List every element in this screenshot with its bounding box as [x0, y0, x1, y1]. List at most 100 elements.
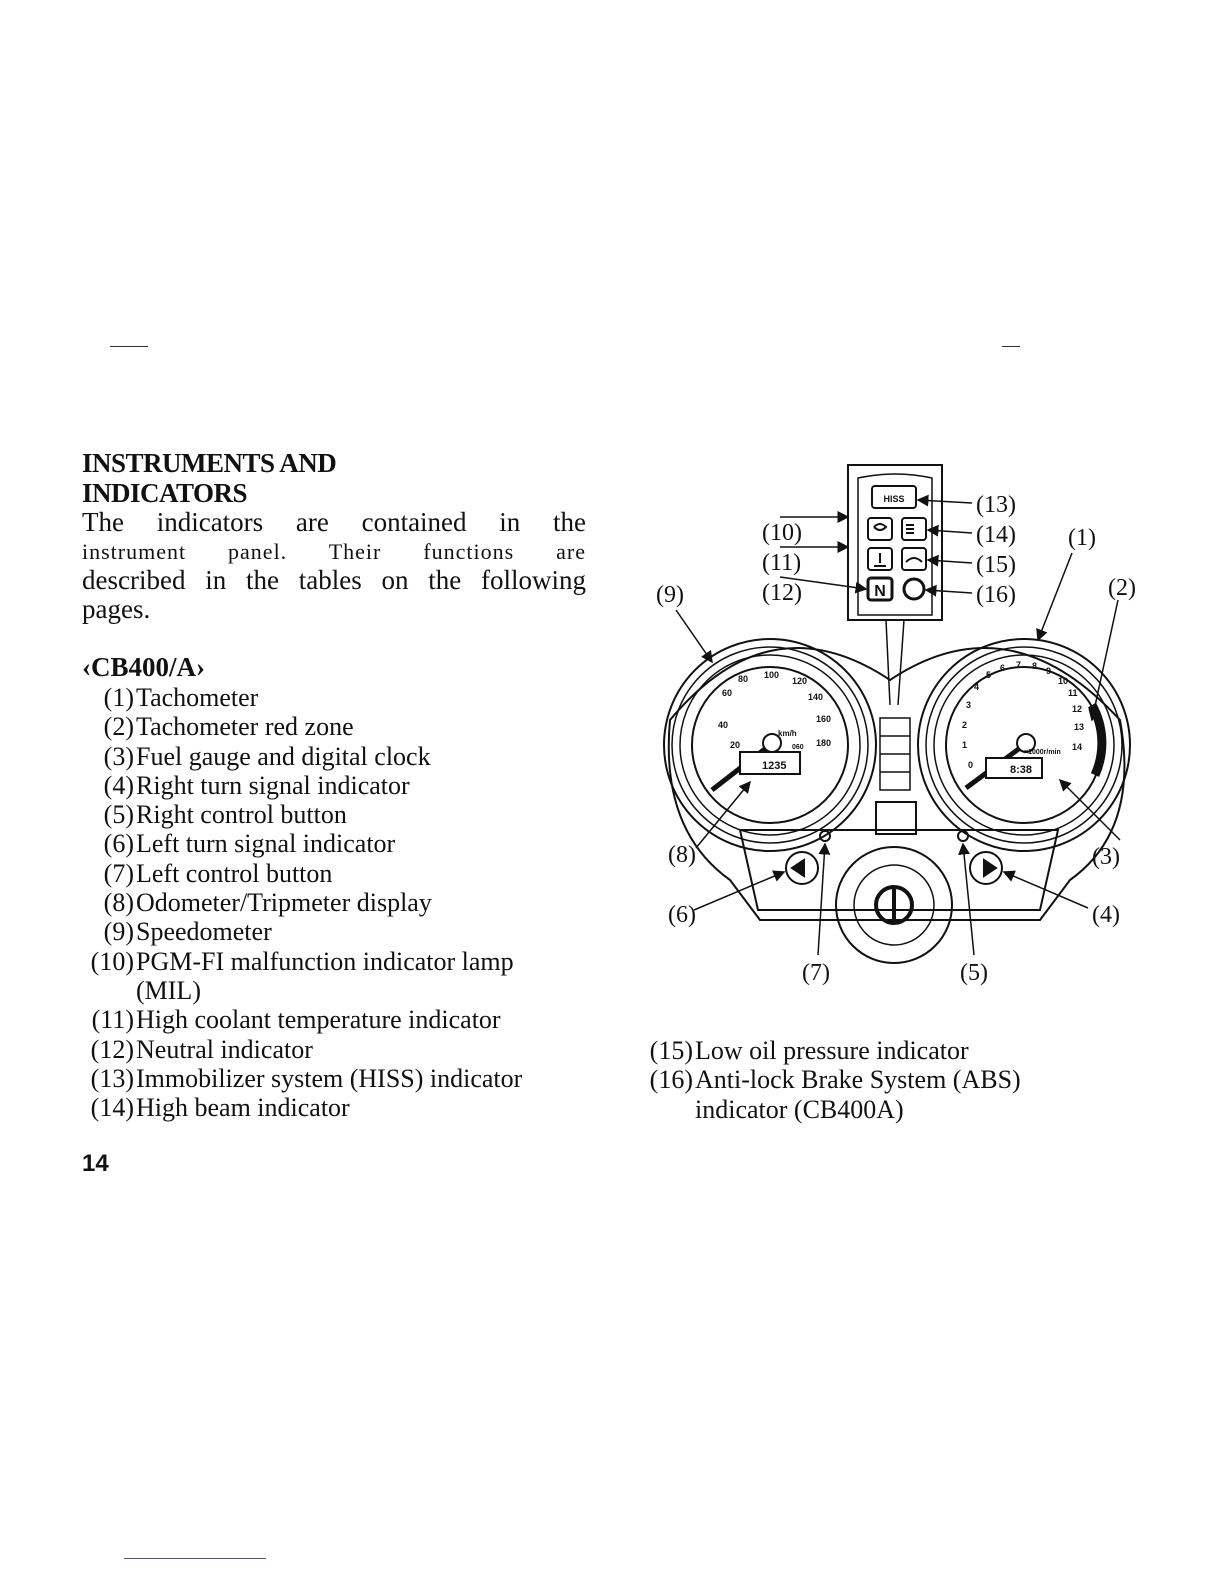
trip-readout: 060 [792, 744, 804, 751]
instrument-panel-figure: HISS N 060 1235 km/h 20 40 60 80 100 120… [656, 464, 1136, 986]
indicator-panel-frame [847, 464, 943, 621]
list-item: (16)Anti-lock Brake System (ABS) [641, 1065, 1141, 1094]
tacho-bezel-outer [917, 638, 1131, 852]
item-text: PGM-FI malfunction indicator lamp [136, 946, 514, 976]
top-rule-right [1002, 346, 1020, 347]
leader-7 [817, 842, 831, 956]
leader-16 [924, 584, 973, 597]
intro-line-3: described in the tables on the following [82, 565, 586, 595]
tacho-tick-label: 4 [974, 682, 979, 692]
indicator-panel [847, 464, 943, 706]
callout-15: (15) [976, 552, 1016, 578]
callout-1: (1) [1068, 525, 1096, 551]
speedo-bezel-ring [671, 646, 869, 844]
tacho-hub [1016, 733, 1036, 753]
left-turn-signal [785, 851, 819, 885]
hiss-text: HISS [883, 494, 904, 504]
neutral-text: N [874, 583, 886, 600]
list-item: (MIL) [82, 976, 642, 1005]
tacho-tick-label: 2 [962, 720, 967, 730]
speedo-bezel-outer [663, 638, 877, 852]
item-number: (3) [103, 741, 134, 771]
tacho-tick-label: 1 [962, 740, 967, 750]
leader-9 [675, 609, 713, 664]
item-text: Left turn signal indicator [136, 829, 396, 859]
oil-pressure-indicator-icon [901, 547, 927, 571]
thermometer-icon [874, 553, 886, 567]
ignition-switch [835, 846, 953, 964]
callout-3: (3) [1092, 844, 1120, 870]
leader-5 [958, 842, 975, 956]
callout-9: (9) [656, 582, 684, 608]
oil-can-icon [905, 557, 923, 563]
housing-outline [667, 647, 1126, 921]
tacho-tick-label: 13 [1074, 722, 1084, 732]
item-text: Speedometer [136, 917, 272, 947]
item-text: Left control button [136, 858, 333, 888]
callout-7: (7) [802, 960, 830, 986]
item-number: (13) [90, 1063, 134, 1093]
list-item: (1)Tachometer [82, 683, 642, 712]
section-heading: INSTRUMENTS AND INDICATORS [82, 448, 602, 508]
item-number: (11) [91, 1005, 134, 1035]
leader-3 [1058, 778, 1121, 841]
list-item: (11)High coolant temperature indicator [82, 1005, 642, 1034]
list-item: (7)Left control button [82, 859, 642, 888]
odometer-readout: 1235 [762, 760, 786, 772]
heading-line-1: INSTRUMENTS AND [82, 448, 337, 478]
tacho-unit: ×1000r/min [1024, 749, 1061, 756]
page-number: 14 [82, 1150, 109, 1177]
tacho-tick-label: 9 [1046, 666, 1051, 676]
leader-1 [1036, 552, 1073, 642]
list-item: (12)Neutral indicator [82, 1035, 642, 1064]
item-text: Right control button [136, 800, 347, 830]
item-text: Immobilizer system (HISS) indicator [136, 1063, 523, 1093]
item-text: Tachometer [136, 683, 259, 712]
item-number: (5) [103, 800, 134, 830]
item-number: (12) [90, 1034, 134, 1064]
speedo-tick-label: 60 [722, 688, 732, 698]
engine-icon [873, 523, 888, 531]
tacho-tick-label: 0 [968, 760, 973, 770]
speedo-unit: km/h [778, 729, 797, 738]
list-item: (13)Immobilizer system (HISS) indicator [82, 1064, 642, 1093]
intro-line-2: instrument panel. Their functions are [82, 539, 586, 564]
tacho-tick-label: 11 [1068, 688, 1078, 698]
odometer-display [739, 751, 801, 775]
leader-8 [695, 780, 751, 849]
item-number [82, 976, 136, 1005]
callout-12: (12) [762, 580, 802, 606]
intro-paragraph: The indicators are contained in the inst… [82, 508, 586, 624]
callout-8: (8) [668, 842, 696, 868]
item-text: Low oil pressure indicator [695, 1036, 969, 1065]
leader-15 [926, 554, 973, 567]
list-item: (9)Speedometer [82, 917, 642, 946]
right-turn-signal [969, 851, 1003, 885]
panel-leader-line [897, 619, 905, 706]
item-text: indicator (CB400A) [695, 1094, 904, 1124]
list-item: (8)Odometer/Tripmeter display [82, 888, 642, 917]
clock-readout: 8:38 [1010, 764, 1032, 776]
speedo-tick-label: 120 [792, 676, 807, 686]
model-label: ‹CB400/A› [82, 652, 205, 682]
tacho-tick-label: 5 [986, 670, 991, 680]
leader-14 [926, 524, 973, 537]
panel-leader-line [885, 619, 891, 706]
item-text: (MIL) [136, 975, 201, 1005]
item-number [641, 1095, 695, 1124]
right-arrow-icon [983, 858, 998, 878]
intro-line-4: pages. [82, 594, 151, 624]
indicator-panel-bezel [857, 473, 933, 616]
callout-11: (11) [762, 550, 801, 576]
item-text: Neutral indicator [136, 1034, 313, 1064]
item-number: (9) [103, 917, 134, 947]
heading-line-2: INDICATORS [82, 478, 248, 508]
leader-6 [693, 870, 786, 911]
mil-indicator-icon [867, 517, 893, 541]
speedo-tick-label: 160 [816, 714, 831, 724]
speedo-tick-label: 40 [718, 720, 728, 730]
item-text: High coolant temperature indicator [136, 1005, 501, 1035]
item-number: (1) [103, 683, 134, 712]
speedo-tick-label: 80 [738, 674, 748, 684]
item-number: (14) [90, 1093, 134, 1123]
